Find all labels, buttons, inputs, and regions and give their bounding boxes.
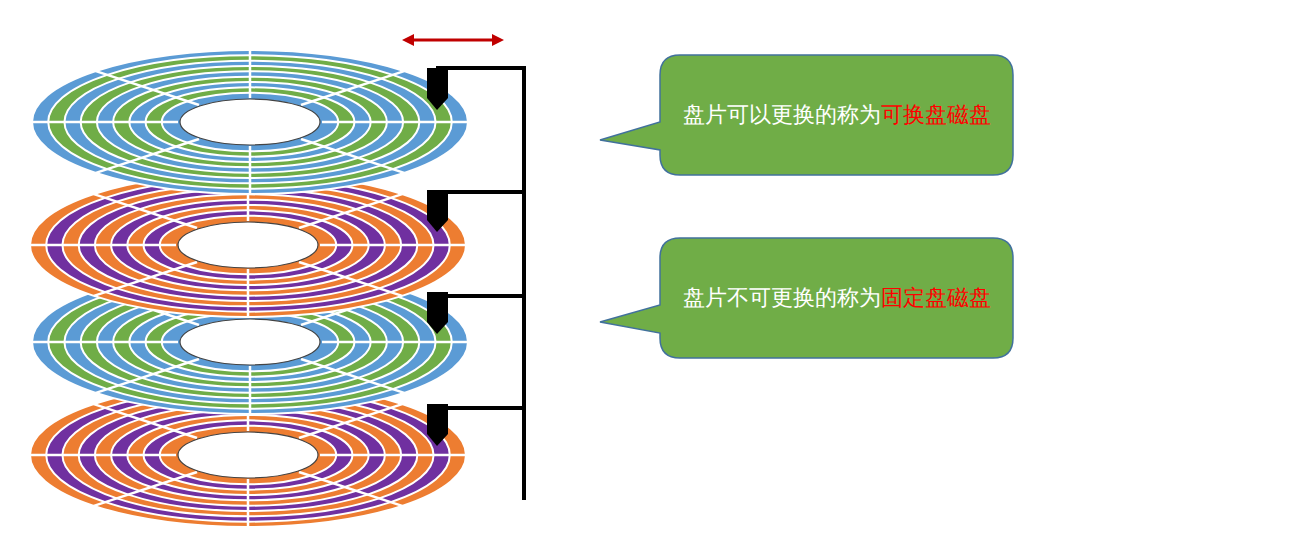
- sector-line: [320, 454, 466, 457]
- seek-arrow: [402, 34, 504, 46]
- sector-line: [249, 50, 252, 98]
- sector-line: [32, 121, 178, 124]
- sector-line: [299, 194, 402, 228]
- sector-line: [96, 359, 199, 393]
- sector-line: [96, 71, 199, 105]
- spindle-hole: [178, 432, 318, 478]
- sector-line: [301, 139, 404, 173]
- spindle-hole: [180, 99, 320, 145]
- platter-stack: [30, 50, 468, 527]
- sector-line: [32, 341, 178, 344]
- spindle-hole: [178, 222, 318, 268]
- sector-line: [249, 146, 252, 194]
- sector-line: [94, 472, 197, 506]
- callout-text: 盘片可以更换的称为: [683, 102, 881, 127]
- sector-line: [301, 71, 404, 105]
- track: [32, 50, 468, 194]
- sector-line: [94, 194, 197, 228]
- sector-line: [94, 262, 197, 296]
- sector-line: [96, 139, 199, 173]
- sector-line: [322, 341, 468, 344]
- sector-line: [299, 472, 402, 506]
- actuator-arm: [436, 66, 526, 500]
- sector-line: [320, 244, 466, 247]
- sector-line: [249, 366, 252, 414]
- sector-line: [30, 244, 176, 247]
- highlight-term: 固定盘磁盘: [881, 285, 991, 310]
- callout-box: 盘片不可更换的称为固定盘磁盘: [664, 241, 1009, 355]
- highlight-term: 可换盘磁盘: [881, 102, 991, 127]
- callout-text: 盘片不可更换的称为固定盘磁盘: [683, 284, 991, 313]
- callout-box: 盘片可以更换的称为可换盘磁盘: [664, 58, 1009, 172]
- sector-line: [299, 262, 402, 296]
- sector-line: [301, 359, 404, 393]
- callout-text: 盘片可以更换的称为可换盘磁盘: [683, 101, 991, 130]
- platter: [32, 50, 468, 194]
- read-write-heads: [427, 68, 448, 446]
- callout-text: 盘片不可更换的称为: [683, 285, 881, 310]
- sector-line: [30, 454, 176, 457]
- sector-line: [322, 121, 468, 124]
- sector-line: [247, 269, 250, 317]
- callout-shapes: [600, 55, 1013, 358]
- sector-line: [247, 479, 250, 527]
- spindle-hole: [180, 319, 320, 365]
